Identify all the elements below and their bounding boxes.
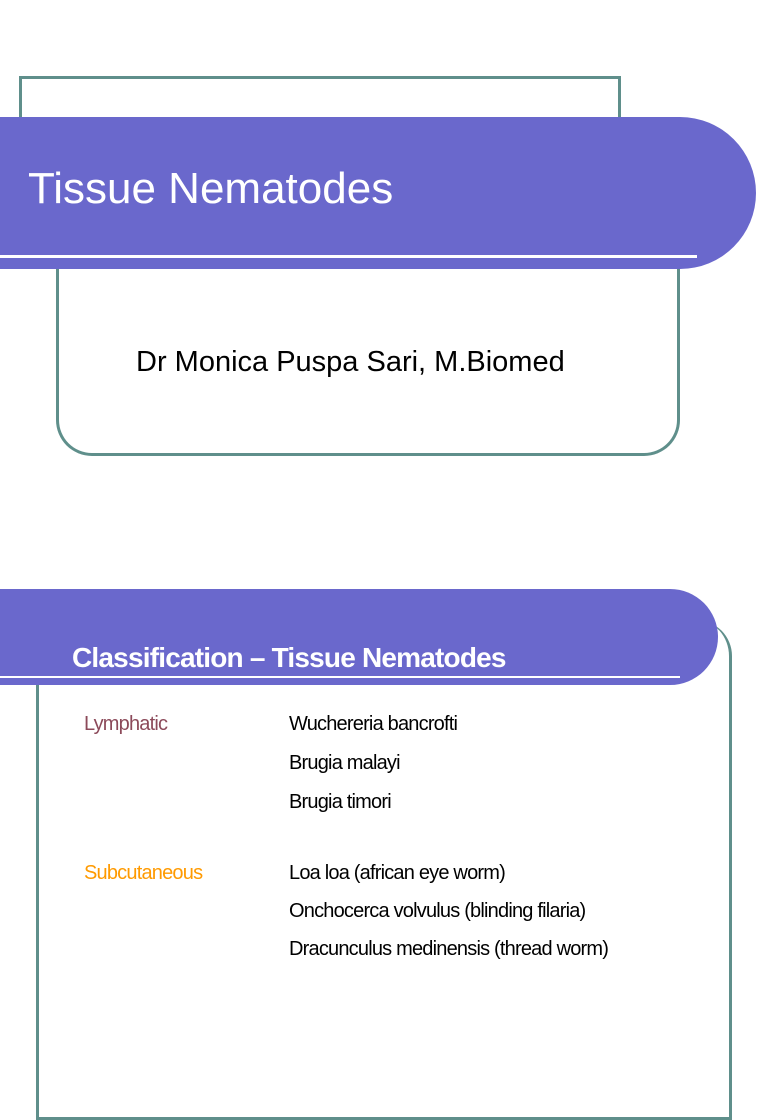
title-slide: Tissue Nematodes Dr Monica Puspa Sari, M…: [0, 0, 768, 500]
slide-title: Classification – Tissue Nematodes: [72, 642, 507, 673]
species-item: Wuchereria bancrofti: [289, 713, 458, 735]
species-item: Loa loa (african eye worm): [289, 862, 506, 884]
category-lymphatic: Lymphatic: [84, 713, 168, 735]
title-banner: [0, 589, 718, 685]
slide-subtitle: Dr Monica Puspa Sari, M.Biomed: [136, 346, 565, 378]
classification-slide: Classification – Tissue Nematodes Lympha…: [0, 560, 768, 1120]
species-item: Brugia timori: [289, 791, 392, 813]
slide-frame-top: [19, 76, 621, 136]
slide-frame-bottom: [56, 250, 680, 456]
title-banner: [0, 117, 756, 269]
species-item: Dracunculus medinensis (thread worm): [289, 938, 609, 960]
species-item: Onchocerca volvulus (blinding filaria): [289, 900, 586, 922]
banner-rule: [0, 255, 697, 258]
species-item: Brugia malayi: [289, 752, 401, 774]
category-subcutaneous: Subcutaneous: [84, 862, 203, 884]
slide-title: Tissue Nematodes: [28, 164, 394, 213]
banner-rule: [0, 676, 680, 678]
